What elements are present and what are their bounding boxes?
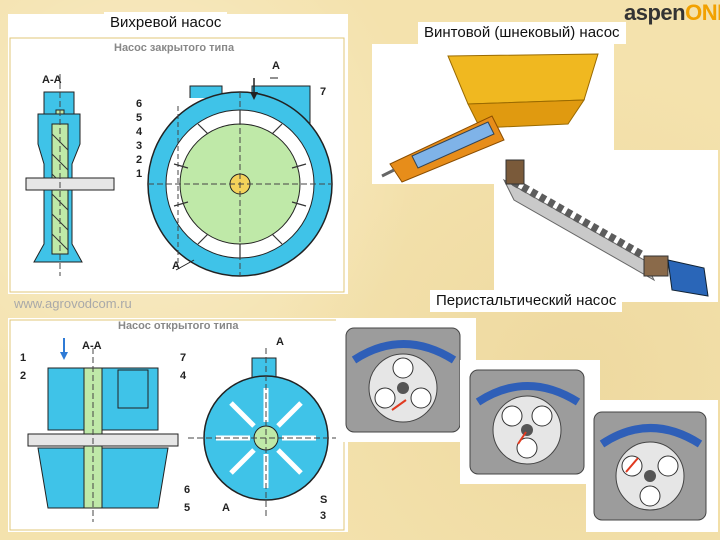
label-peristaltic-pump: Перистальтический насос bbox=[430, 290, 623, 312]
label-screw-pump: Винтовой (шнековый) насос bbox=[418, 22, 626, 44]
closed-pump-number-5: 5 bbox=[136, 112, 143, 124]
closed-pump-number-7: 7 bbox=[320, 86, 327, 98]
open-pump-number-1: 1 bbox=[20, 352, 27, 364]
label-vortex-pump: Вихревой насос bbox=[104, 12, 228, 34]
vortex-pump-closed-diagram: Насос закрытого типа А-А А А 6 5 4 3 2 1… bbox=[8, 14, 348, 294]
logo-part-one: ONE bbox=[685, 0, 720, 25]
closed-pump-number-4: 4 bbox=[136, 126, 143, 138]
open-pump-number-6: 6 bbox=[184, 484, 191, 496]
closed-pump-drawing bbox=[9, 37, 345, 293]
open-pump-number-7: 7 bbox=[180, 352, 187, 364]
closed-pump-arrow-bottom: А bbox=[172, 260, 180, 272]
logo-part-aspen: aspen bbox=[624, 0, 686, 25]
closed-pump-number-3: 3 bbox=[136, 140, 143, 152]
open-pump-arrow-bottom: А bbox=[222, 502, 230, 514]
aspenone-logo: aspenONE bbox=[624, 0, 720, 26]
open-pump-title: Насос открытого типа bbox=[118, 320, 239, 332]
open-pump-number-2: 2 bbox=[20, 370, 27, 382]
closed-pump-number-2: 2 bbox=[136, 154, 143, 166]
closed-pump-section-label: А-А bbox=[42, 74, 62, 86]
closed-pump-number-6: 6 bbox=[136, 98, 143, 110]
open-pump-arrow-top: А bbox=[276, 336, 284, 348]
open-pump-number-s: S bbox=[320, 494, 328, 506]
peristaltic-pump-drawing-2 bbox=[469, 369, 585, 475]
screw-pump-conveyor-drawing bbox=[502, 159, 709, 297]
closed-pump-arrow-top: А bbox=[272, 60, 280, 72]
screw-pump-image-2 bbox=[494, 150, 718, 302]
peristaltic-pump-image-3 bbox=[586, 400, 718, 532]
peristaltic-pump-image-1 bbox=[336, 318, 476, 442]
open-pump-drawing bbox=[9, 319, 345, 531]
watermark-url: www.agrovodcom.ru bbox=[14, 296, 132, 311]
open-pump-number-5: 5 bbox=[184, 502, 191, 514]
open-pump-number-3: 3 bbox=[320, 510, 327, 522]
closed-pump-title: Насос закрытого типа bbox=[114, 42, 235, 54]
peristaltic-pump-drawing-1 bbox=[345, 327, 461, 433]
peristaltic-pump-drawing-3 bbox=[593, 411, 707, 521]
screw-pump-hopper-drawing bbox=[381, 53, 599, 183]
vortex-pump-open-diagram: Насос открытого типа А-А А А 1 2 6 5 7 4… bbox=[8, 318, 348, 532]
open-pump-number-4: 4 bbox=[180, 370, 187, 382]
closed-pump-number-1: 1 bbox=[136, 168, 143, 180]
open-pump-section-label: А-А bbox=[82, 340, 102, 352]
peristaltic-pump-image-2 bbox=[460, 360, 600, 484]
